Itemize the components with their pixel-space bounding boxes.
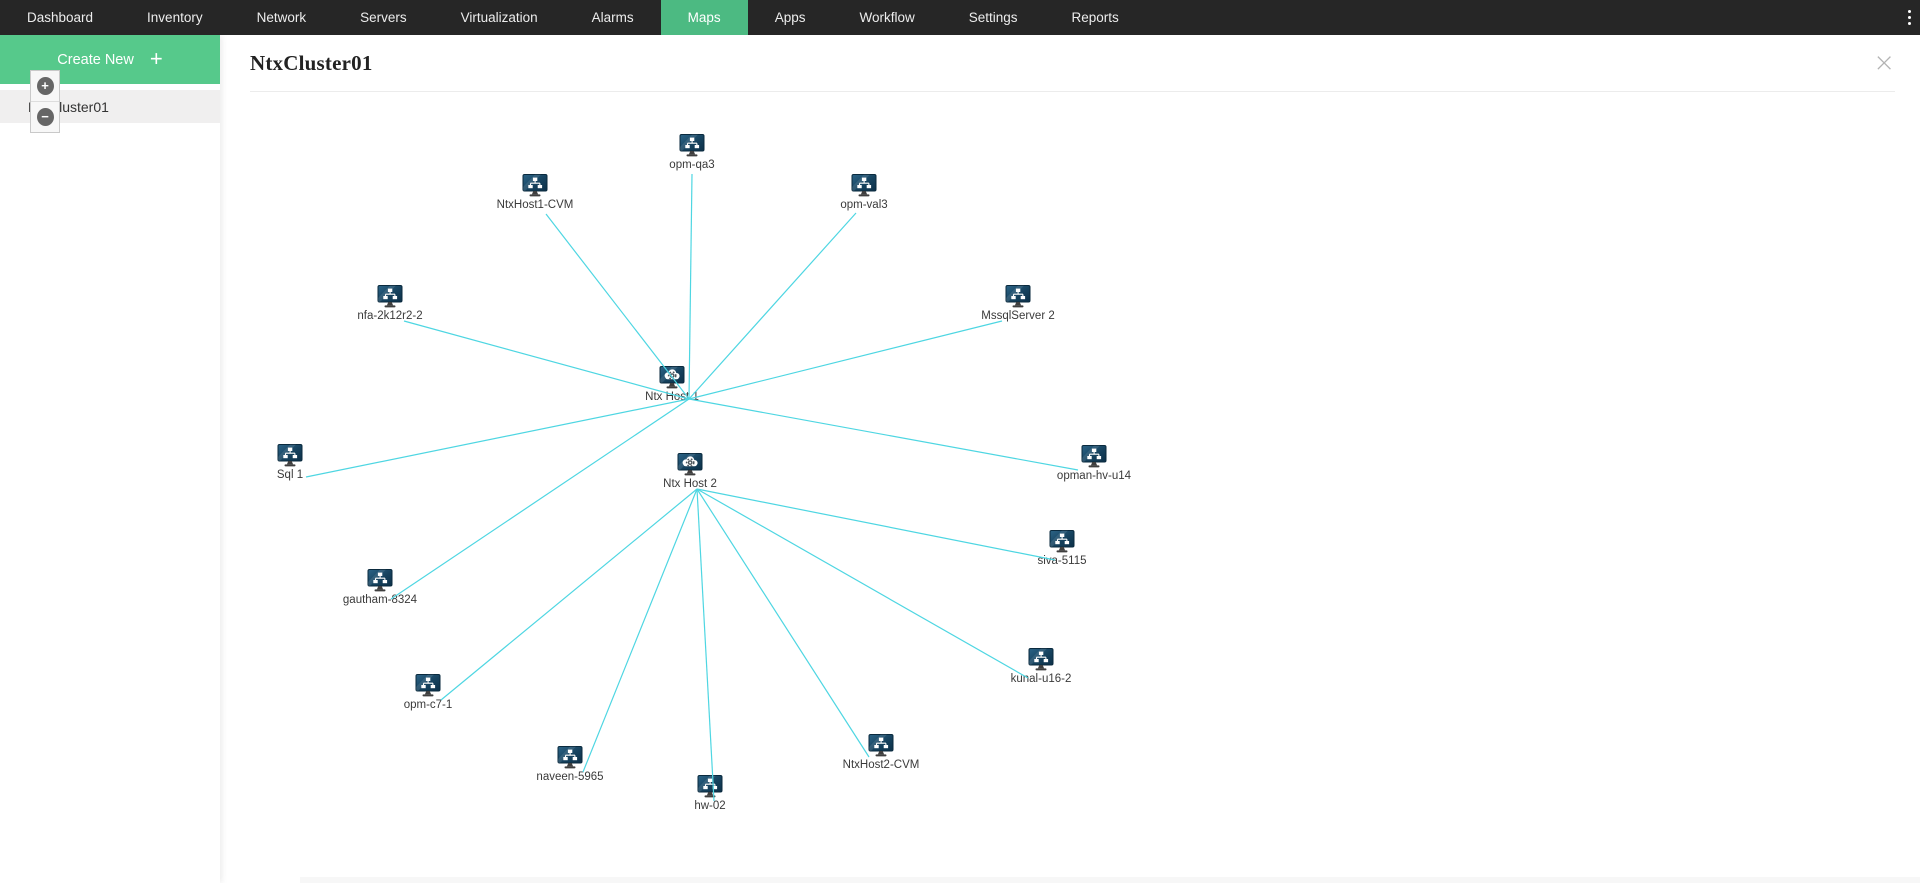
map-node-kunal-u16-2[interactable]: kunal-u16-2 [971, 648, 1111, 685]
node-label: Ntx Host 2 [663, 478, 717, 490]
node-label: opm-val3 [840, 199, 888, 211]
kebab-menu-icon[interactable] [1908, 0, 1911, 35]
nav-tab-settings[interactable]: Settings [968, 10, 1018, 25]
map-node-opm-qa3[interactable]: opm-qa3 [622, 134, 762, 171]
nav-tab-maps[interactable]: Maps [660, 0, 748, 35]
node-label: kunal-u16-2 [1010, 673, 1072, 685]
map-node-sql-1[interactable]: Sql 1 [220, 444, 360, 481]
map-node-opman-hv-u14[interactable]: opman-hv-u14 [1024, 445, 1164, 482]
server-monitor-icon [850, 174, 878, 198]
server-monitor-icon [696, 775, 724, 799]
server-monitor-icon [366, 569, 394, 593]
server-monitor-icon [1048, 530, 1076, 554]
top-nav: Dashboard Inventory Network Servers Virtuali… [0, 0, 1920, 35]
node-label: gautham-8324 [342, 594, 418, 606]
nav-tab-inventory[interactable]: Inventory [147, 10, 203, 25]
page-title: NtxCluster01 [250, 50, 373, 75]
server-monitor-icon [276, 444, 304, 468]
map-node-naveen-5965[interactable]: naveen-5965 [500, 746, 640, 783]
server-monitor-icon [678, 134, 706, 158]
server-monitor-icon [376, 285, 404, 309]
map-titlebar: NtxCluster01 × [250, 35, 1895, 92]
close-icon[interactable]: × [1873, 48, 1895, 78]
node-label: nfa-2k12r2-2 [357, 310, 423, 322]
map-node-opm-c7-1[interactable]: opm-c7-1 [358, 674, 498, 711]
plus-icon: + [149, 45, 163, 71]
node-label: hw-02 [694, 800, 726, 812]
server-monitor-icon [1004, 285, 1032, 309]
node-label: opm-qa3 [669, 159, 715, 171]
map-node-ntx-host-1[interactable]: Ntx Host 1 [602, 366, 742, 403]
nav-tab-apps[interactable]: Apps [774, 10, 806, 25]
nav-tab-reports[interactable]: Reports [1071, 10, 1119, 25]
map-node-opm-val3[interactable]: opm-val3 [794, 174, 934, 211]
server-monitor-icon [1080, 445, 1108, 469]
node-label: naveen-5965 [536, 771, 604, 783]
node-label: Ntx Host 1 [645, 391, 699, 403]
node-label: MssqlServer 2 [981, 310, 1055, 322]
nav-tab-workflow[interactable]: Workflow [859, 10, 915, 25]
server-monitor-icon [521, 174, 549, 198]
server-monitor-icon [867, 734, 895, 758]
map-node-ntxhost1-cvm[interactable]: NtxHost1-CVM [465, 174, 605, 211]
nav-tab-virtualization[interactable]: Virtualization [460, 10, 538, 25]
map-node-nfa-2k12r2-2[interactable]: nfa-2k12r2-2 [320, 285, 460, 322]
zoom-in-icon: + [36, 77, 54, 95]
zoom-out-icon: − [36, 108, 54, 126]
nav-tab-network[interactable]: Network [256, 10, 307, 25]
zoom-in-button[interactable]: + [31, 71, 59, 101]
zoom-out-button[interactable]: − [31, 101, 59, 132]
sidebar: Create New + NtxCluster01 [0, 35, 220, 883]
node-label: opm-c7-1 [403, 699, 453, 711]
bottom-scroll-track [300, 877, 1920, 883]
nav-tab-servers[interactable]: Servers [360, 10, 407, 25]
zoom-control: + − [30, 70, 60, 133]
node-label: Sql 1 [276, 469, 304, 481]
node-label: NtxHost2-CVM [842, 759, 920, 771]
map-node-hw-02[interactable]: hw-02 [640, 775, 780, 812]
nav-tab-alarms[interactable]: Alarms [591, 10, 634, 25]
server-monitor-icon [414, 674, 442, 698]
host-monitor-icon [658, 366, 686, 390]
server-monitor-icon [1027, 648, 1055, 672]
node-label: NtxHost1-CVM [496, 199, 574, 211]
map-node-ntx-host-2[interactable]: Ntx Host 2 [620, 453, 760, 490]
map-node-mssqlserver-2[interactable]: MssqlServer 2 [948, 285, 1088, 322]
map-node-siva-5115[interactable]: siva-5115 [992, 530, 1132, 567]
nav-tab-dashboard[interactable]: Dashboard [27, 10, 94, 25]
create-new-label: Create New [57, 51, 134, 68]
node-label: opman-hv-u14 [1056, 470, 1132, 482]
map-node-gautham-8324[interactable]: gautham-8324 [310, 569, 450, 606]
host-monitor-icon [676, 453, 704, 477]
map-node-ntxhost2-cvm[interactable]: NtxHost2-CVM [811, 734, 951, 771]
node-label: siva-5115 [1037, 555, 1087, 567]
server-monitor-icon [556, 746, 584, 770]
